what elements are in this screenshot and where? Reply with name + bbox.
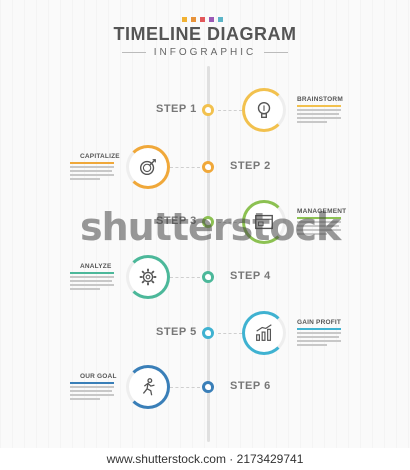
palette-dot <box>200 17 205 22</box>
step-3-title-underline <box>297 217 341 219</box>
step-6-title: OUR GOAL <box>80 373 117 380</box>
step-1-title-underline <box>297 105 341 107</box>
timeline-node-step-1 <box>202 104 214 116</box>
step-6-label: STEP 6 <box>230 380 271 392</box>
step-3-placeholder-text <box>297 221 341 237</box>
step-4-ring <box>126 255 170 299</box>
step-5-placeholder-text <box>297 332 341 348</box>
timeline-node-step-6 <box>202 381 214 393</box>
page-title: TIMELINE DIAGRAM <box>113 24 297 44</box>
step-6-placeholder-text <box>70 386 114 402</box>
step-1-title: BRAINSTORM <box>297 96 343 103</box>
timeline-node-step-2 <box>202 161 214 173</box>
watermark-logo: shutterstock <box>80 205 341 249</box>
step-4-placeholder-text <box>70 276 114 292</box>
step-3-title: MANAGEMENT <box>297 208 347 215</box>
subtitle-row: INFOGRAPHIC <box>0 47 410 58</box>
connector-step-2 <box>170 167 200 168</box>
step-2-ring <box>126 145 170 189</box>
connector-step-4 <box>170 277 200 278</box>
step-1-ring <box>242 88 286 132</box>
gear-icon <box>139 268 157 286</box>
browser-window-icon <box>255 214 273 230</box>
step-2-label: STEP 2 <box>230 160 271 172</box>
step-2-placeholder-text <box>70 166 114 182</box>
step-5-ring <box>242 311 286 355</box>
running-person-icon <box>142 378 155 396</box>
step-1-placeholder-text <box>297 109 341 125</box>
connector-step-1 <box>218 110 242 111</box>
timeline-node-step-4 <box>202 271 214 283</box>
infographic-canvas: TIMELINE DIAGRAM INFOGRAPHIC STEP 1 BRAI… <box>0 0 410 448</box>
step-1-label: STEP 1 <box>156 103 197 115</box>
palette-dot <box>182 17 187 22</box>
connector-step-5 <box>218 333 242 334</box>
step-2-title-underline <box>70 162 114 164</box>
timeline-node-step-3 <box>202 216 214 228</box>
dollar-target-icon <box>139 159 156 176</box>
step-6-title-underline <box>70 382 114 384</box>
palette-dots <box>182 17 223 22</box>
growth-chart-icon <box>256 324 272 341</box>
palette-dot <box>209 17 214 22</box>
step-3-label: STEP 3 <box>156 215 197 227</box>
connector-step-6 <box>170 387 200 388</box>
timeline-node-step-5 <box>202 327 214 339</box>
step-6-ring <box>126 365 170 409</box>
connector-step-3 <box>218 222 242 223</box>
step-4-title: ANALYZE <box>80 263 112 270</box>
palette-dot <box>218 17 223 22</box>
footer-credit: www.shutterstock.com · 2173429741 <box>106 452 304 466</box>
timeline-spine <box>207 66 210 442</box>
palette-dot <box>191 17 196 22</box>
step-3-ring <box>242 200 286 244</box>
step-5-title: GAIN PROFIT <box>297 319 342 326</box>
subtitle-line-left <box>121 52 146 53</box>
lightbulb-icon <box>257 101 271 119</box>
step-2-title: CAPITALIZE <box>80 153 120 160</box>
step-5-label: STEP 5 <box>156 326 197 338</box>
subtitle-line-right <box>264 52 289 53</box>
page-subtitle: INFOGRAPHIC <box>153 47 257 58</box>
step-5-title-underline <box>297 328 341 330</box>
step-4-title-underline <box>70 272 114 274</box>
step-4-label: STEP 4 <box>230 270 271 282</box>
